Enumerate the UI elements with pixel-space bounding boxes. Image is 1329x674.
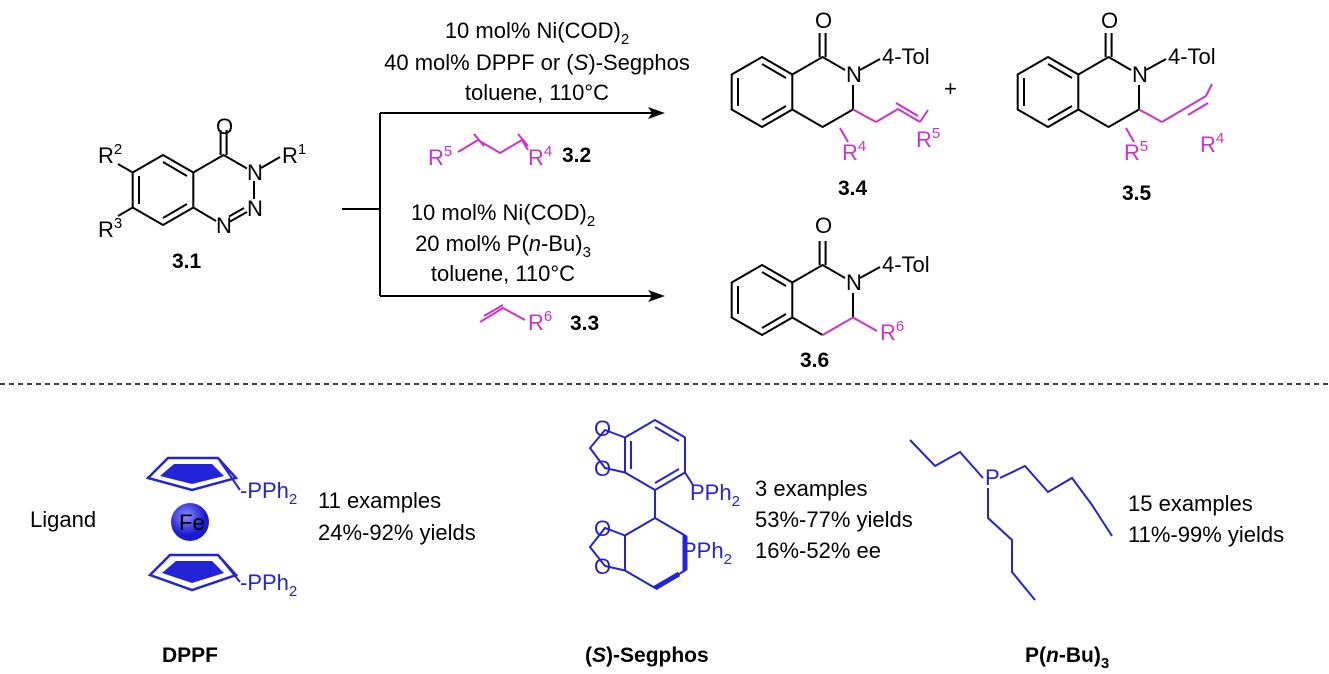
svg-text:4-Tol: 4-Tol xyxy=(1168,44,1216,69)
svg-text:3.5: 3.5 xyxy=(1122,182,1152,205)
svg-text:N: N xyxy=(846,62,862,87)
pbu3-examples: 15 examples xyxy=(1128,491,1253,516)
dppf-yields: 24%-92% yields xyxy=(318,520,476,545)
svg-text:40 mol% DPPF or (S)-Segphos: 40 mol% DPPF or (S)-Segphos xyxy=(384,50,690,75)
reaction-arrows xyxy=(342,107,665,302)
segphos-yields: 53%-77% yields xyxy=(755,507,913,532)
atom-n: N xyxy=(247,196,263,221)
reagent-3-3: R6 3.3 xyxy=(479,304,599,335)
svg-text:R4: R4 xyxy=(842,138,866,165)
atom-n: N xyxy=(216,213,232,238)
product-3-5: O N 4-Tol R5 R4 3.5 xyxy=(1016,8,1224,205)
svg-text:10 mol% Ni(COD)2: 10 mol% Ni(COD)2 xyxy=(411,200,595,230)
plus-sign: + xyxy=(944,76,957,101)
svg-text:R5: R5 xyxy=(1124,138,1148,165)
svg-text:O: O xyxy=(815,213,832,238)
segphos-ee: 16%-52% ee xyxy=(755,538,881,563)
svg-text:P: P xyxy=(985,465,1000,490)
bottom-conditions: 10 mol% Ni(COD)2 20 mol% P(n-Bu)3 toluen… xyxy=(411,200,595,286)
atom-n: N xyxy=(247,160,263,185)
svg-text:3.4: 3.4 xyxy=(838,177,868,200)
svg-text:3.2: 3.2 xyxy=(562,144,591,167)
svg-text:toluene, 110°C: toluene, 110°C xyxy=(431,261,575,286)
pbu3-name: P(n-Bu)3 xyxy=(1025,644,1109,672)
reagent-3-2: R5 R4 3.2 xyxy=(428,133,591,170)
svg-text:20 mol% P(n-Bu)3: 20 mol% P(n-Bu)3 xyxy=(415,231,591,261)
svg-text:R6: R6 xyxy=(880,318,904,345)
svg-text:-PPh2: -PPh2 xyxy=(240,570,297,600)
svg-text:O: O xyxy=(594,416,611,441)
svg-text:N: N xyxy=(1132,62,1148,87)
dppf-structure: Fe -PPh2 -PPh2 xyxy=(145,456,297,600)
reactant-3-1: O N N N R1 R2 R3 3.1 xyxy=(98,114,306,273)
svg-text:10 mol% Ni(COD)2: 10 mol% Ni(COD)2 xyxy=(445,18,629,48)
svg-text:3.6: 3.6 xyxy=(800,349,829,372)
svg-text:PPh2: PPh2 xyxy=(690,480,740,510)
r2-label: R2 xyxy=(98,141,122,168)
svg-text:PPh2: PPh2 xyxy=(682,538,732,568)
svg-text:O: O xyxy=(594,516,611,541)
svg-text:R4: R4 xyxy=(528,143,552,170)
dppf-examples: 11 examples xyxy=(318,488,441,513)
dppf-name: DPPF xyxy=(162,644,218,667)
product-3-4: O N 4-Tol R4 R5 3.4 xyxy=(730,8,940,200)
svg-text:toluene, 110°C: toluene, 110°C xyxy=(465,80,609,105)
pbu3-yields: 11%-99% yields xyxy=(1128,522,1284,547)
svg-text:4-Tol: 4-Tol xyxy=(882,44,930,69)
svg-text:Fe: Fe xyxy=(179,510,205,535)
svg-text:3.3: 3.3 xyxy=(570,312,599,335)
product-3-6: O N 4-Tol R6 3.6 xyxy=(730,213,930,372)
svg-text:O: O xyxy=(1101,8,1118,33)
svg-text:R6: R6 xyxy=(528,308,552,335)
segphos-name: (S)-Segphos xyxy=(585,644,709,667)
svg-text:-PPh2: -PPh2 xyxy=(240,478,297,508)
segphos-examples: 3 examples xyxy=(755,476,868,501)
svg-text:O: O xyxy=(594,554,611,579)
r3-label: R3 xyxy=(98,215,122,242)
svg-text:O: O xyxy=(815,8,832,33)
top-conditions: 10 mol% Ni(COD)2 40 mol% DPPF or (S)-Seg… xyxy=(384,18,690,105)
svg-text:O: O xyxy=(594,456,611,481)
ligand-heading: Ligand xyxy=(30,507,96,532)
pbu3-structure: P xyxy=(909,439,1113,601)
atom-o: O xyxy=(216,114,233,139)
svg-text:R4: R4 xyxy=(1200,130,1224,157)
r1-label: R1 xyxy=(282,141,306,168)
svg-text:N: N xyxy=(846,270,862,295)
svg-text:4-Tol: 4-Tol xyxy=(882,252,930,277)
segphos-structure: OO OO PPh2 PPh2 xyxy=(588,416,740,591)
svg-text:R5: R5 xyxy=(428,143,452,170)
compound-label: 3.1 xyxy=(172,250,202,273)
svg-text:R5: R5 xyxy=(916,125,940,152)
